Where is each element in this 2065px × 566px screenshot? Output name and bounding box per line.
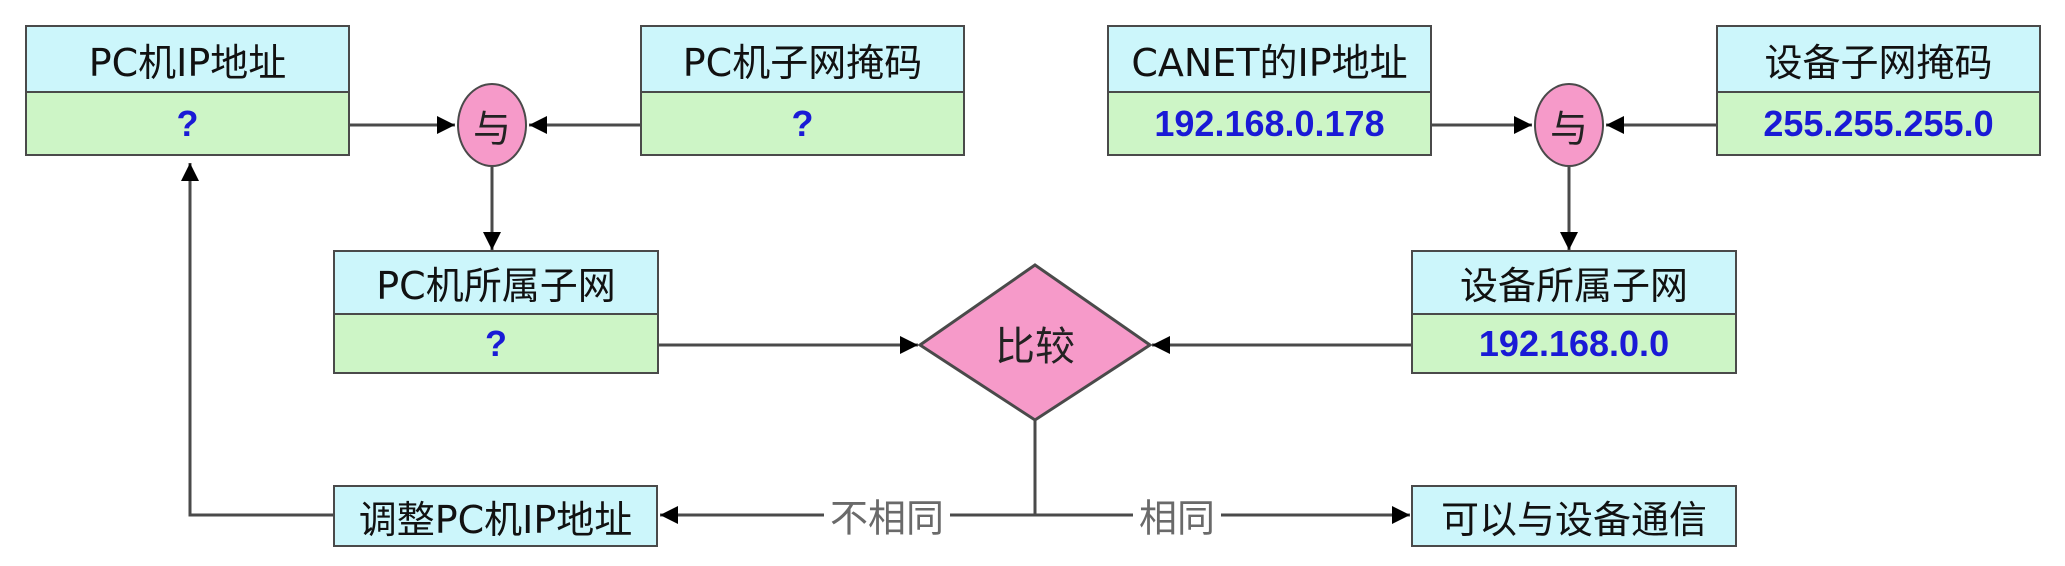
pc-and-operator: 与	[457, 83, 527, 167]
canet-ip-box: CANET的IP地址 192.168.0.178	[1107, 25, 1432, 156]
pc-ip-box: PC机IP地址 ?	[25, 25, 350, 156]
pc-subnet-label: PC机所属子网	[335, 252, 657, 315]
pc-ip-value: ?	[27, 93, 348, 154]
canet-ip-value: 192.168.0.178	[1109, 93, 1430, 154]
canet-ip-label: CANET的IP地址	[1109, 27, 1430, 93]
device-mask-box: 设备子网掩码 255.255.255.0	[1716, 25, 2041, 156]
pc-mask-label: PC机子网掩码	[642, 27, 963, 93]
device-subnet-box: 设备所属子网 192.168.0.0	[1411, 250, 1737, 374]
device-subnet-label: 设备所属子网	[1413, 252, 1735, 315]
edge-adjust-to-pc-ip	[181, 163, 333, 517]
can-communicate-box: 可以与设备通信	[1411, 485, 1737, 547]
device-mask-label: 设备子网掩码	[1718, 27, 2039, 93]
compare-label: 比较	[995, 324, 1075, 370]
pc-subnet-box: PC机所属子网 ?	[333, 250, 659, 374]
device-subnet-value: 192.168.0.0	[1413, 315, 1735, 372]
adjust-ip-box: 调整PC机IP地址	[333, 485, 658, 547]
device-mask-value: 255.255.255.0	[1718, 93, 2039, 154]
pc-mask-box: PC机子网掩码 ?	[640, 25, 965, 156]
pc-mask-value: ?	[642, 93, 963, 154]
pc-subnet-value: ?	[335, 315, 657, 372]
device-and-operator: 与	[1534, 83, 1604, 167]
edge-label-same: 相同	[1132, 487, 1222, 543]
compare-diamond	[917, 263, 1153, 422]
edge-label-different: 不相同	[823, 487, 951, 543]
pc-ip-label: PC机IP地址	[27, 27, 348, 93]
